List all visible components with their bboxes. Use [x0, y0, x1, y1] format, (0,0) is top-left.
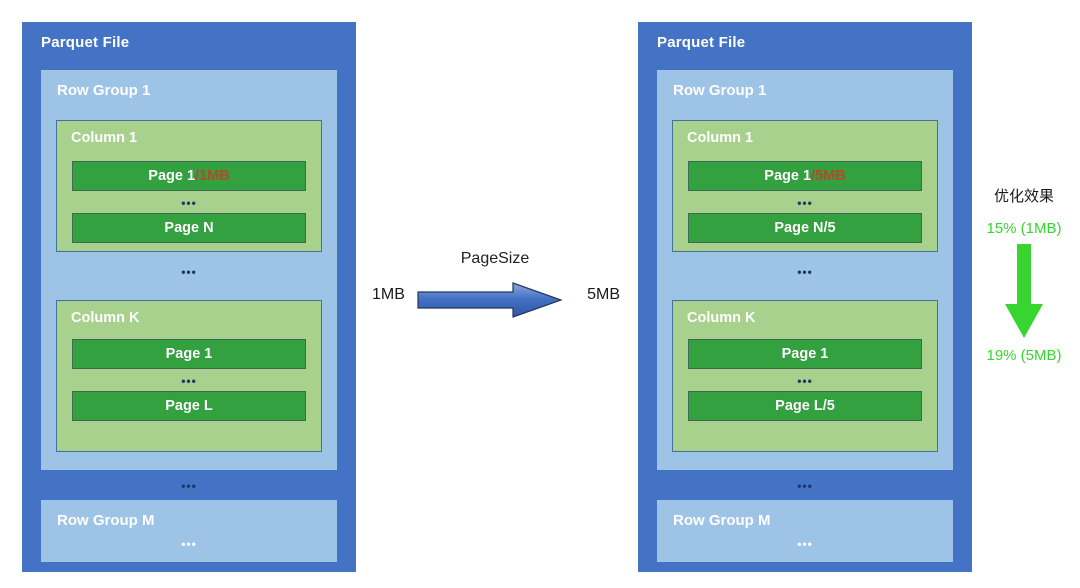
ellipsis-dots: ••• — [181, 374, 197, 388]
optimization-annotation: 优化效果 15% (1MB) 19% (5MB) — [968, 185, 1080, 364]
ellipsis-dots: ••• — [181, 537, 197, 551]
annotation-title: 优化效果 — [993, 187, 1054, 205]
column-chunk-box: Column 1 Page 1/1MB ••• Page N — [56, 120, 322, 252]
page-label: Page 1 — [148, 168, 196, 184]
ellipsis-dots: ••• — [797, 374, 813, 388]
panel-title: Parquet File — [657, 34, 746, 51]
row-group-title: Row Group 1 — [673, 82, 767, 99]
column-title: Column K — [71, 310, 140, 326]
row-group-box: Row Group M ••• — [41, 500, 337, 562]
row-group-box: Row Group M ••• — [657, 500, 953, 562]
ellipsis-dots: ••• — [181, 479, 197, 493]
column-chunk-box: Column K Page 1 ••• Page L/5 — [672, 300, 938, 452]
row-group-title: Row Group M — [673, 512, 771, 529]
column-title: Column 1 — [71, 130, 138, 146]
page-bar: Page N/5 — [688, 213, 922, 243]
row-group-title: Row Group 1 — [57, 82, 151, 99]
pagesize-transition: PageSize 1MB 5MB — [370, 250, 620, 330]
row-group-box: Row Group 1 Column 1 Page 1/1MB ••• Page… — [41, 70, 337, 470]
row-group-box: Row Group 1 Column 1 Page 1/5MB ••• Page… — [657, 70, 953, 470]
page-bar: Page 1/5MB — [688, 161, 922, 191]
column-chunk-box: Column 1 Page 1/5MB ••• Page N/5 — [672, 120, 938, 252]
column-title: Column K — [687, 310, 756, 326]
panel-title: Parquet File — [41, 34, 130, 51]
page-bar: Page 1/1MB — [72, 161, 306, 191]
ellipsis-dots: ••• — [797, 196, 813, 210]
page-bar: Page 1 — [688, 339, 922, 369]
page-label: Page 1 — [165, 346, 213, 362]
page-bar: Page 1 — [72, 339, 306, 369]
ellipsis-dots: ••• — [797, 537, 813, 551]
page-size-suffix: /5MB — [811, 168, 846, 184]
column-chunk-box: Column K Page 1 ••• Page L — [56, 300, 322, 452]
page-label: Page L — [165, 398, 213, 414]
row-group-title: Row Group M — [57, 512, 155, 529]
column-title: Column 1 — [687, 130, 754, 146]
page-label: Page 1 — [764, 168, 812, 184]
arrow-down-icon — [968, 237, 1080, 347]
parquet-file-panel-after: Parquet File Row Group 1 Column 1 Page 1… — [638, 22, 972, 572]
pagesize-from-value: 1MB — [372, 286, 405, 303]
page-label: Page L/5 — [775, 398, 835, 414]
pagesize-to-value: 5MB — [587, 286, 620, 303]
annotation-bottom-value: 19% (5MB) — [986, 347, 1062, 364]
ellipsis-dots: ••• — [181, 196, 197, 210]
page-size-suffix: /1MB — [195, 168, 230, 184]
page-label: Page N — [164, 220, 214, 236]
page-bar: Page N — [72, 213, 306, 243]
ellipsis-dots: ••• — [181, 265, 197, 279]
ellipsis-dots: ••• — [797, 265, 813, 279]
page-label: Page N/5 — [774, 220, 836, 236]
parquet-file-panel-before: Parquet File Row Group 1 Column 1 Page 1… — [22, 22, 356, 572]
arrow-right-icon — [417, 280, 563, 325]
page-bar: Page L — [72, 391, 306, 421]
pagesize-label: PageSize — [460, 250, 530, 267]
annotation-top-value: 15% (1MB) — [986, 220, 1062, 237]
page-label: Page 1 — [781, 346, 829, 362]
ellipsis-dots: ••• — [797, 479, 813, 493]
page-bar: Page L/5 — [688, 391, 922, 421]
